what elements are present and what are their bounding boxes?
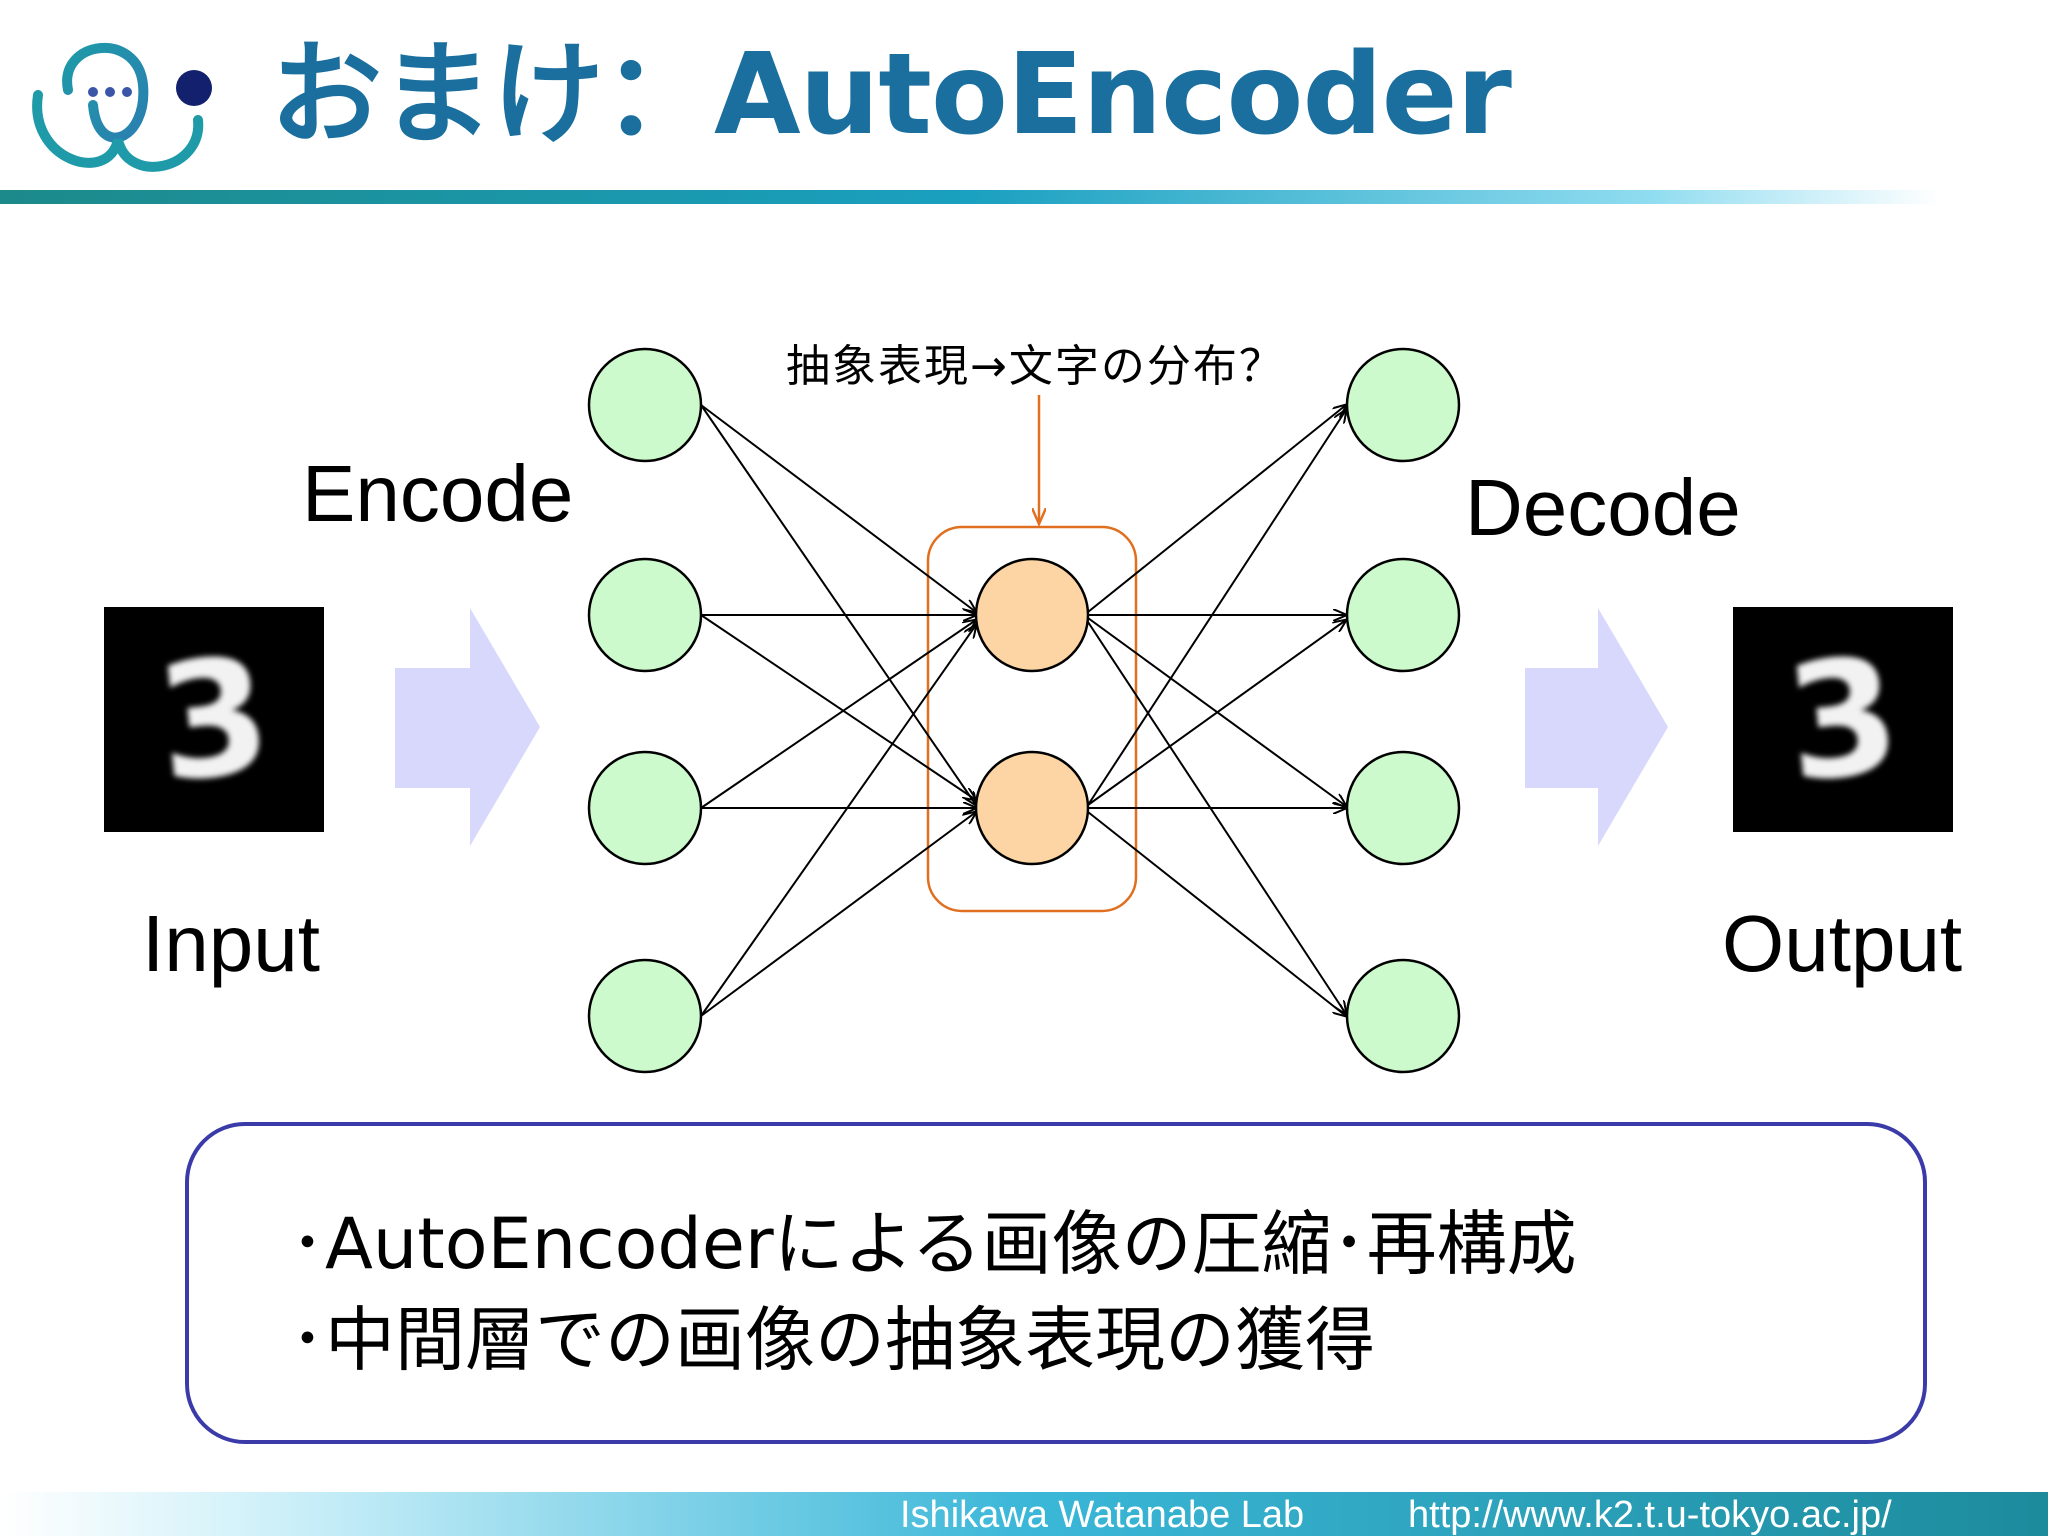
input-node	[587, 557, 703, 673]
encoder-connections	[700, 404, 976, 1017]
output-node	[1345, 958, 1461, 1074]
decode-label: Decode	[1465, 463, 1741, 552]
input-node	[587, 958, 703, 1074]
footer-url: http://www.k2.t.u-tokyo.ac.jp/	[1408, 1494, 1892, 1536]
output-label: Output	[1722, 899, 1963, 988]
hidden-layer	[974, 557, 1090, 866]
input-digit: 3	[148, 620, 280, 819]
input-image: 3	[104, 607, 324, 832]
output-node	[1345, 557, 1461, 673]
footer-lab-name: Ishikawa Watanabe Lab	[900, 1494, 1305, 1536]
title-divider	[0, 190, 1940, 204]
hidden-node	[974, 557, 1090, 673]
output-node	[1345, 347, 1461, 463]
input-layer	[587, 347, 703, 1074]
output-node	[1345, 750, 1461, 866]
bullet-item: ･AutoEncoderによる画像の圧縮･再構成	[290, 1203, 1577, 1285]
output-image: 3	[1733, 607, 1953, 832]
decode-block-arrow	[1525, 608, 1668, 846]
input-node	[587, 347, 703, 463]
hidden-node	[974, 750, 1090, 866]
annotation-label: 抽象表現→文字の分布？	[786, 341, 1285, 392]
footer-bar	[0, 1492, 2048, 1536]
output-layer	[1345, 347, 1461, 1074]
input-node	[587, 750, 703, 866]
page-title: おまけ：AutoEncoder	[270, 30, 1512, 160]
hidden-layer-frame	[926, 525, 1138, 913]
encode-label: Encode	[302, 449, 574, 538]
decoder-connections	[1087, 405, 1346, 1016]
input-label: Input	[142, 899, 320, 988]
encode-block-arrow	[395, 608, 540, 846]
summary-box	[185, 1122, 1927, 1444]
lab-logo-icon	[32, 43, 212, 172]
output-digit: 3	[1777, 620, 1909, 819]
bullet-item: ･中間層での画像の抽象表現の獲得	[290, 1299, 1375, 1381]
